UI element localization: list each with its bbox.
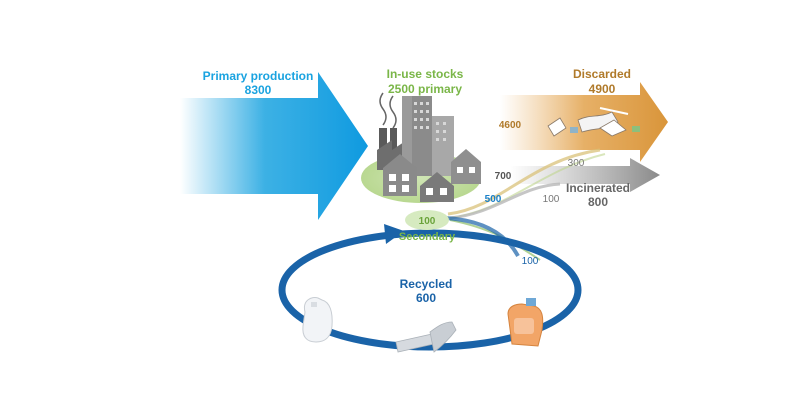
discarded-label: Discarded (573, 67, 631, 81)
incinerated-value: 800 (588, 195, 608, 209)
jug-icon (302, 297, 333, 343)
bottle-icon (395, 321, 457, 353)
waste-debris-icon (547, 107, 640, 137)
recycled-from-stock-value: 500 (485, 194, 502, 205)
secondary-value: 100 (419, 216, 436, 227)
stocks-label: In-use stocks (387, 67, 464, 81)
secondary-label: Secondary (399, 231, 456, 243)
recycling-loop-arrowhead (384, 224, 404, 244)
flow-to-incinerated (449, 182, 561, 220)
flow-to-discarded-value: 300 (568, 158, 585, 169)
detergent-bottle-icon (507, 298, 544, 347)
incinerated-from-stock-value: 700 (495, 171, 512, 182)
primary-production-value: 8300 (245, 83, 272, 97)
recycled-label: Recycled (400, 277, 453, 291)
flow-to-recycled (444, 216, 520, 257)
flow-to-loss-value: 100 (522, 256, 539, 267)
discarded-side-value: 4600 (499, 120, 522, 131)
primary-production-label: Primary production (203, 69, 314, 83)
secondary-badge (405, 210, 449, 230)
discarded-value: 4900 (589, 82, 616, 96)
recycled-value: 600 (416, 291, 436, 305)
flow-to-incinerated-value: 100 (543, 194, 560, 205)
flow-to-discarded (447, 148, 601, 216)
factory-city-icon (377, 92, 481, 202)
incinerated-label: Incinerated (566, 181, 630, 195)
primary-production-arrow (180, 72, 368, 220)
recycling-loop (278, 229, 582, 351)
stocks-sub-label: 2500 primary (388, 82, 462, 96)
